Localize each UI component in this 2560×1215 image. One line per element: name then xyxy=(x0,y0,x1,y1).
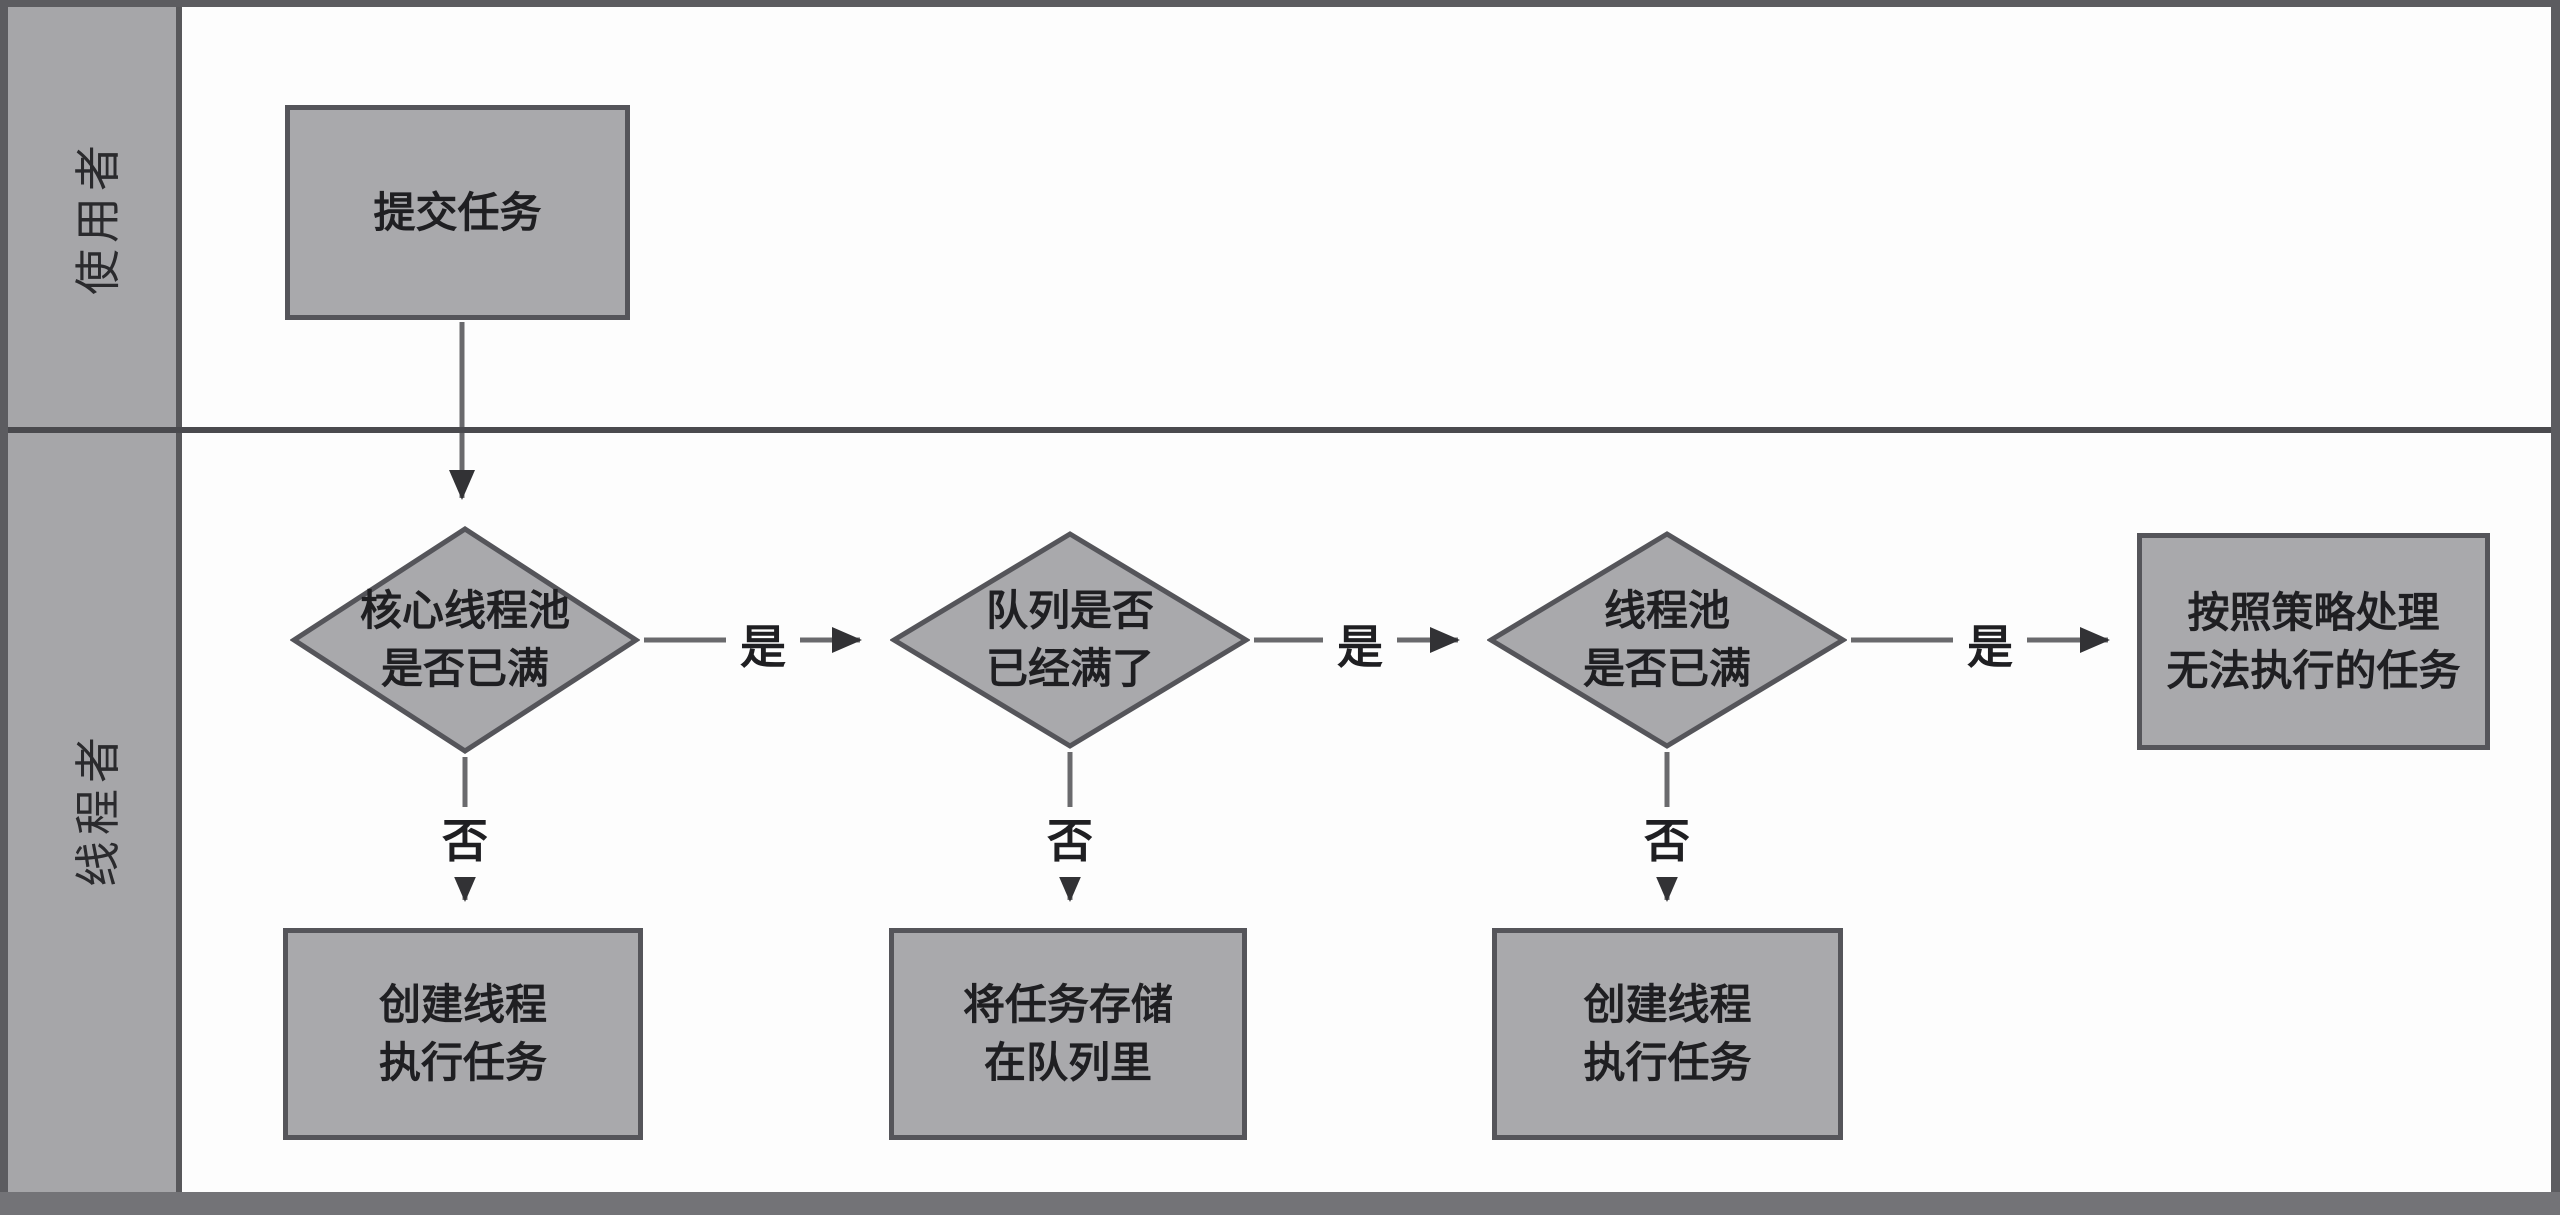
frame-left-border xyxy=(0,0,8,1215)
store-in-queue-line1: 将任务存储 xyxy=(962,981,1173,1029)
create-thread-2-line2: 执行任务 xyxy=(1583,1039,1752,1086)
diamond-shape xyxy=(1487,531,1847,749)
reject-policy-line1: 按照策略处理 xyxy=(2187,588,2440,636)
no-label-2: 否 xyxy=(1043,807,1097,877)
queue-full-decision: 队列是否 已经满了 xyxy=(890,530,1250,750)
frame-top-border xyxy=(0,0,2560,7)
create-thread-node-1: 创建线程 执行任务 xyxy=(283,928,643,1140)
submit-task-node: 提交任务 xyxy=(285,105,630,320)
arrow-lines xyxy=(449,322,2110,902)
frame-bottom-border xyxy=(0,1192,2560,1215)
no-label-3: 否 xyxy=(1640,807,1694,877)
core-pool-full-line1: 核心线程池 xyxy=(359,587,570,635)
create-thread-1-line1: 创建线程 xyxy=(378,981,547,1029)
store-in-queue-line2: 在队列里 xyxy=(983,1039,1152,1086)
lane-thread: 线程者 xyxy=(8,433,182,1185)
create-thread-node-2: 创建线程 执行任务 xyxy=(1492,928,1843,1140)
queue-full-line2: 已经满了 xyxy=(985,645,1154,692)
lane-user-label: 使用者 xyxy=(73,139,124,295)
submit-task-label: 提交任务 xyxy=(373,188,542,236)
pool-full-line1: 线程池 xyxy=(1603,587,1730,635)
queue-full-line1: 队列是否 xyxy=(985,587,1154,635)
store-in-queue-node: 将任务存储 在队列里 xyxy=(889,928,1247,1140)
pool-full-line2: 是否已满 xyxy=(1582,645,1751,692)
lane-thread-label: 线程者 xyxy=(73,731,124,887)
yes-label-3: 是 xyxy=(1953,621,2027,675)
pool-full-decision: 线程池 是否已满 xyxy=(1487,530,1847,750)
lane-user: 使用者 xyxy=(8,7,182,427)
create-thread-1-line2: 执行任务 xyxy=(378,1039,547,1086)
create-thread-2-line1: 创建线程 xyxy=(1583,981,1752,1029)
yes-label-1: 是 xyxy=(726,621,800,675)
swimlane-label-column xyxy=(8,7,182,1192)
core-pool-full-line2: 是否已满 xyxy=(380,645,549,692)
no-label-1: 否 xyxy=(438,807,492,877)
reject-policy-line2: 无法执行的任务 xyxy=(2166,646,2461,694)
yes-label-2: 是 xyxy=(1323,621,1397,675)
lane-divider xyxy=(0,427,2560,433)
diamond-shape xyxy=(290,526,640,754)
reject-policy-node: 按照策略处理 无法执行的任务 xyxy=(2137,533,2490,750)
diamond-shape xyxy=(890,531,1250,749)
frame-right-border xyxy=(2551,0,2560,1215)
core-pool-full-decision: 核心线程池 是否已满 xyxy=(290,525,640,755)
